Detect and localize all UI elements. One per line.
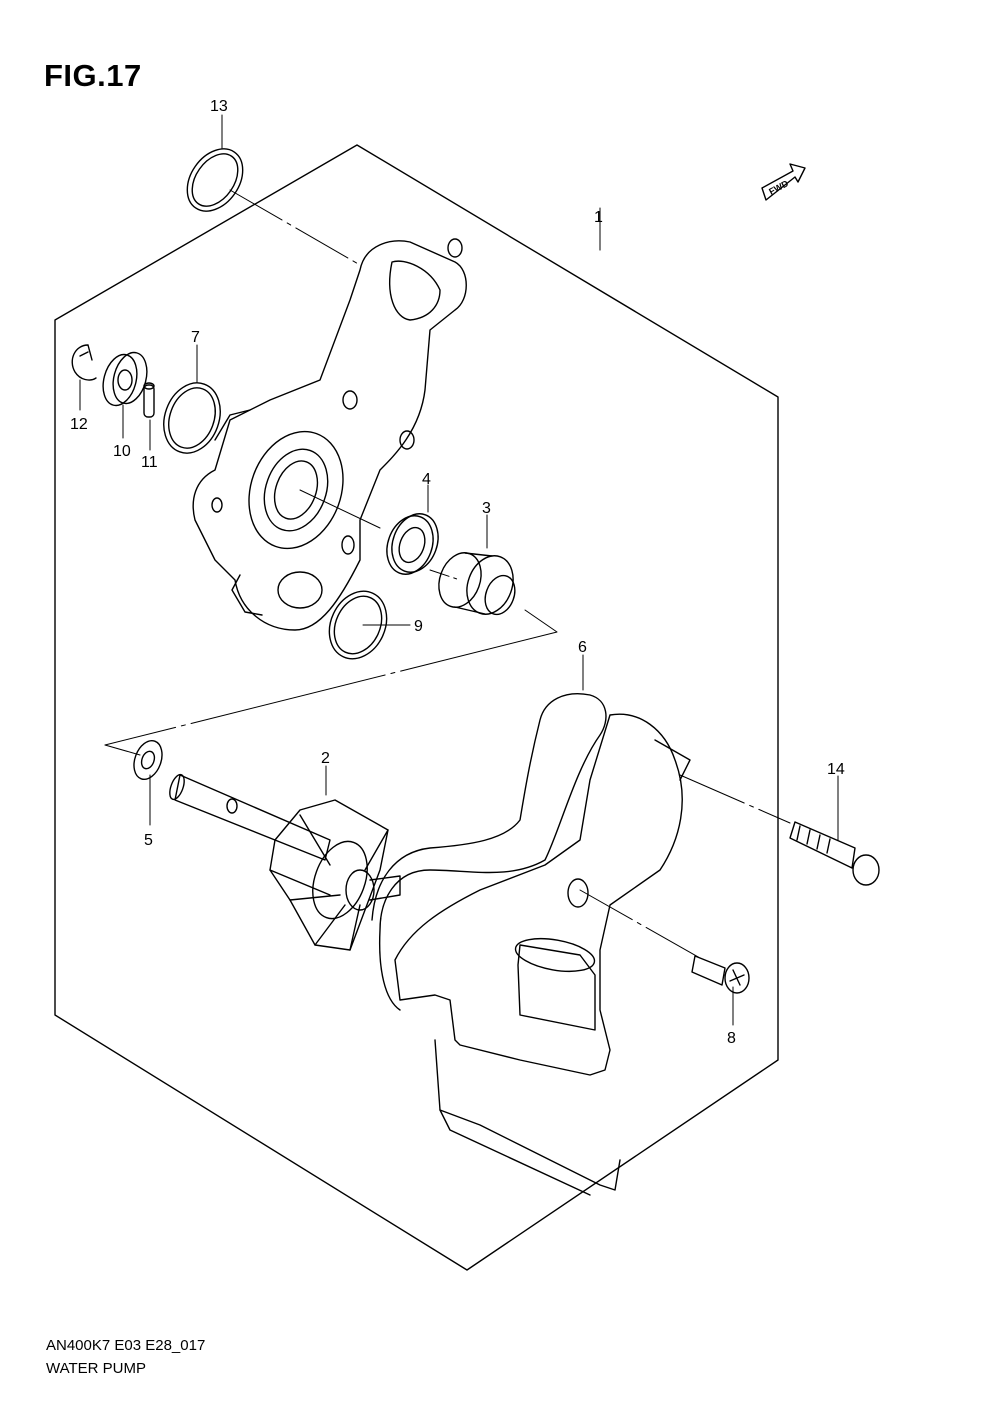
callout-1: 1 xyxy=(594,209,603,226)
drive-plate-10 xyxy=(102,351,148,407)
callout-10: 10 xyxy=(113,443,131,460)
callout-11: 11 xyxy=(141,454,158,471)
impeller-shaft-2 xyxy=(169,773,401,951)
pin-11 xyxy=(143,382,155,418)
figure-name: WATER PUMP xyxy=(46,1360,146,1377)
figure-code: AN400K7 E03 E28_017 xyxy=(46,1337,206,1354)
callout-6: 6 xyxy=(578,639,587,656)
assembly-box-outline xyxy=(54,144,779,1271)
callout-2: 2 xyxy=(321,750,330,767)
o-ring-9 xyxy=(328,590,388,660)
callout-numbers: 1 2 3 4 5 6 7 8 9 10 11 12 13 14 xyxy=(70,98,845,1047)
o-ring-6 xyxy=(371,693,607,1011)
callout-3: 3 xyxy=(482,500,491,517)
e-ring-12 xyxy=(71,344,97,381)
pump-housing xyxy=(192,238,467,631)
callout-8: 8 xyxy=(727,1030,736,1047)
figure-title: FIG.17 xyxy=(44,58,142,93)
pump-cover xyxy=(394,713,691,1196)
callout-12: 12 xyxy=(70,416,88,433)
bolt-14 xyxy=(789,821,880,886)
callout-5: 5 xyxy=(144,832,153,849)
callout-9: 9 xyxy=(414,618,423,635)
oil-seal-4 xyxy=(386,513,439,575)
callout-7: 7 xyxy=(191,329,200,346)
o-ring-7 xyxy=(163,382,221,454)
bolt-8 xyxy=(691,955,750,994)
callout-13: 13 xyxy=(210,98,228,115)
axis-lines xyxy=(79,114,839,1026)
callout-4: 4 xyxy=(422,471,431,488)
mechanical-seal-3 xyxy=(438,552,516,616)
callout-14: 14 xyxy=(827,761,845,778)
fwd-arrow-icon xyxy=(761,163,806,201)
washer-5 xyxy=(133,739,163,781)
o-ring-13 xyxy=(186,148,244,212)
